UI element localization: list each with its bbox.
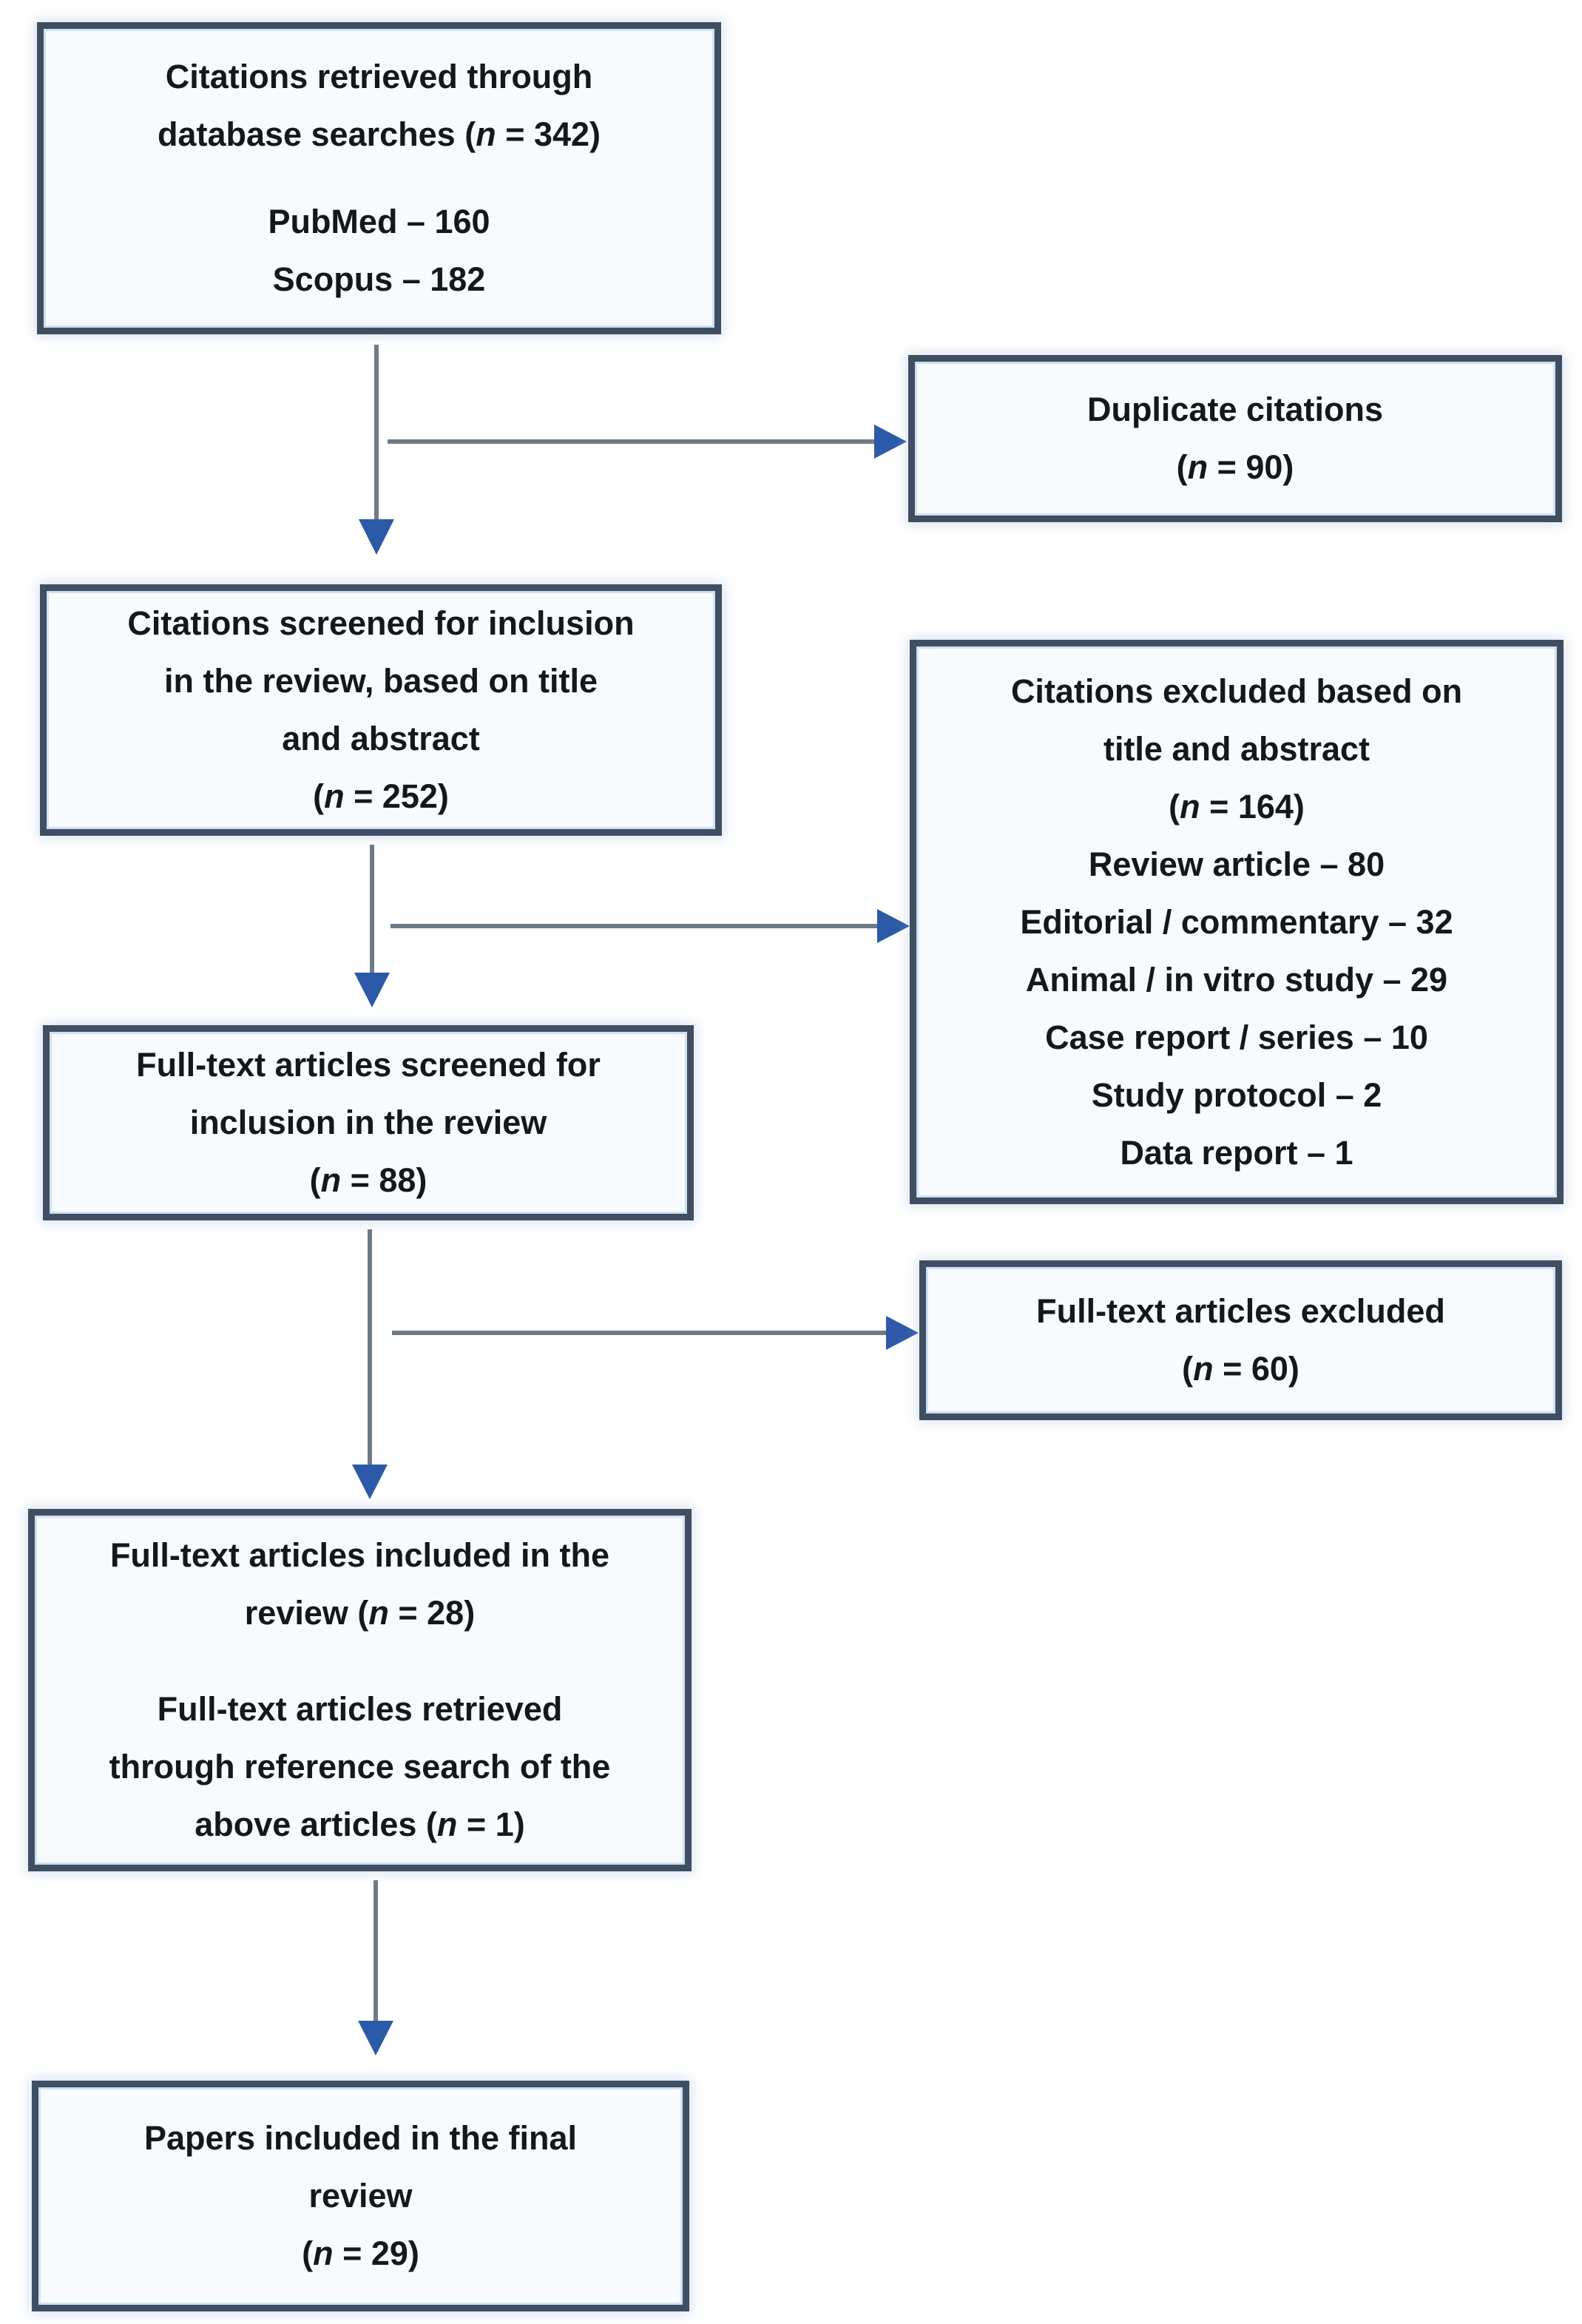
box-text-line: (n = 88)	[309, 1161, 427, 1199]
box-text-line: database searches (n = 342)	[157, 115, 601, 153]
box-final-review-papers: Papers included in the final review (n =…	[32, 2081, 689, 2311]
box-text-line: through reference search of the	[109, 1748, 611, 1786]
box-text-line: Papers included in the final	[143, 2119, 578, 2157]
box-text-line: and abstract	[282, 720, 480, 757]
box-text-line: Animal / in vitro study – 29	[1025, 960, 1448, 999]
box-text-line: Full-text articles screened for	[136, 1046, 601, 1084]
box-fulltext-screened: Full-text articles screened for inclusio…	[43, 1025, 694, 1220]
box-text-line: Full-text articles excluded	[1036, 1292, 1445, 1330]
box-citations-retrieved: Citations retrieved through database sea…	[37, 22, 721, 334]
box-text-line: (n = 252)	[313, 777, 449, 815]
box-text-line: (n = 164)	[1169, 787, 1305, 825]
arrow-branch-to-fulltext-excluded	[392, 1316, 919, 1350]
box-text-line: review	[308, 2177, 413, 2215]
box-text-line: Citations retrieved through	[165, 58, 593, 95]
box-text-line: Duplicate citations	[1086, 391, 1384, 428]
box-text-line: review (n = 28)	[244, 1594, 476, 1632]
box-text-line: Data report – 1	[1120, 1133, 1353, 1172]
arrow-branch-to-duplicates	[388, 425, 907, 459]
arrow-branch-to-excluded-title-abstract	[391, 909, 910, 943]
box-text-line: inclusion in the review	[189, 1104, 547, 1141]
box-text-line: above articles (n = 1)	[195, 1806, 525, 1843]
box-citations-screened: Citations screened for inclusion in the …	[40, 584, 722, 836]
box-duplicate-citations: Duplicate citations (n = 90)	[908, 355, 1562, 522]
box-text-line: (n = 90)	[1176, 448, 1294, 486]
box-text-line: (n = 29)	[302, 2235, 419, 2272]
box-text-line: PubMed – 160	[268, 203, 490, 240]
box-text-line: Citations excluded based on	[1010, 672, 1463, 710]
arrow-included-to-final	[358, 1880, 393, 2056]
box-text-line: Case report / series – 10	[1045, 1018, 1428, 1056]
box-text-line: (n = 60)	[1182, 1350, 1299, 1388]
box-text-line: Scopus – 182	[272, 260, 486, 298]
box-fulltext-included: Full-text articles included in the revie…	[28, 1509, 692, 1871]
box-citations-excluded-title-abstract: Citations excluded based on title and ab…	[910, 640, 1564, 1204]
box-text-line: Full-text articles retrieved	[157, 1690, 563, 1728]
box-fulltext-excluded: Full-text articles excluded (n = 60)	[919, 1260, 1562, 1420]
box-text-line: Review article – 80	[1088, 845, 1385, 883]
arrow-screened-to-fulltext-screened	[354, 845, 390, 1007]
box-text-line: Full-text articles included in the	[109, 1536, 610, 1574]
box-text-line: title and abstract	[1103, 729, 1370, 768]
arrow-retrieved-to-screened	[359, 345, 394, 555]
box-text-line: in the review, based on title	[164, 662, 598, 700]
box-text-line: Editorial / commentary – 32	[1020, 902, 1453, 941]
box-text-line: Study protocol – 2	[1091, 1075, 1382, 1114]
arrow-fulltext-screened-to-included	[352, 1229, 388, 1499]
box-text-line: Citations screened for inclusion	[127, 604, 635, 642]
